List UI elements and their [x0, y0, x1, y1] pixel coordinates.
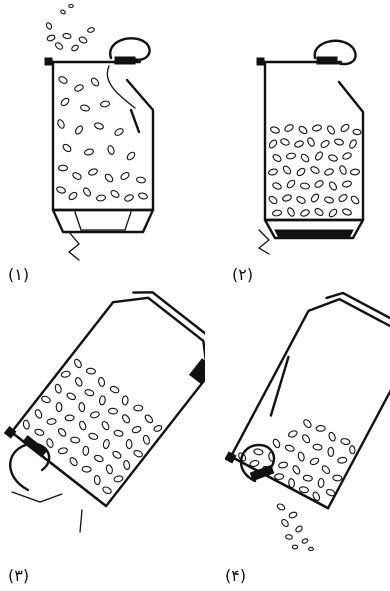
- step2-vessel-drawing: [245, 20, 375, 255]
- step1-pellets-inside: [56, 75, 148, 202]
- step1-bottom-head: [53, 210, 153, 232]
- step1-label: (۱): [8, 267, 29, 283]
- step1-inner-tube: [107, 66, 135, 108]
- step2-bottom-spring: [259, 230, 269, 254]
- step1-falling-pellets: [45, 5, 94, 53]
- step1-vessel-body: [53, 62, 153, 210]
- step1-support-grid: [75, 212, 131, 230]
- step2-lid-valve: [317, 57, 337, 64]
- step4-top-head: [327, 287, 390, 340]
- step3-vessel-drawing: [0, 280, 205, 540]
- step3-label: (۳): [8, 568, 29, 584]
- step3-dark-band: [190, 359, 205, 383]
- step2-lid-clamp: [257, 58, 264, 65]
- step4-falling-pellets: [276, 503, 313, 551]
- step2-dark-band: [275, 230, 353, 238]
- step3-pellet-bed: [19, 353, 168, 498]
- step4-label: (۴): [225, 568, 246, 584]
- step3-top-head: [133, 283, 205, 354]
- step1-dip-pipe: [131, 110, 139, 132]
- step1-lid-clamp: [45, 58, 52, 65]
- step3-drain-line: [12, 492, 62, 502]
- step4-lid-clamp: [225, 452, 236, 463]
- step3-tilted-vessel: [0, 280, 205, 540]
- step2-full-vessel: [245, 20, 375, 255]
- step1-vessel-drawing: [35, 0, 185, 265]
- step4-discharging-vessel: [225, 285, 390, 555]
- step1-filling-vessel: [35, 0, 185, 265]
- step4-vessel-drawing: [225, 285, 390, 555]
- step3-support-leg: [80, 510, 82, 532]
- step2-label: (۲): [232, 267, 253, 283]
- step1-bottom-spring: [69, 232, 79, 260]
